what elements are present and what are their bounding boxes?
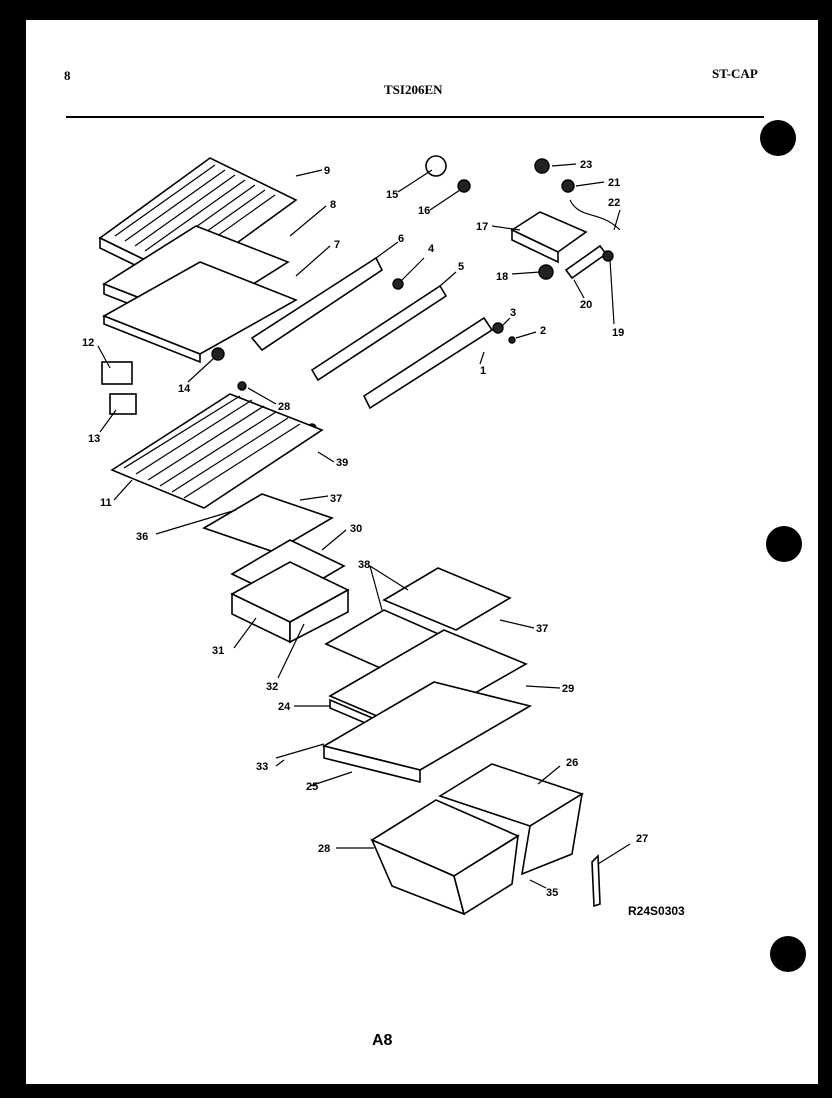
pan-31-side	[289, 588, 349, 644]
part-4	[392, 278, 404, 290]
callout-21: 21	[608, 177, 620, 189]
callout-38: 38	[358, 559, 370, 571]
binder-hole-top	[760, 120, 796, 156]
section-code: ST-CAP	[712, 66, 758, 81]
part-28-upper	[237, 381, 247, 391]
drawing-code: R24S0303	[628, 904, 685, 918]
callout-35: 35	[546, 887, 558, 899]
callout-9: 9	[324, 165, 330, 177]
binder-hole-middle	[766, 526, 802, 562]
callout-33: 33	[256, 761, 268, 773]
scan-border-left	[0, 0, 26, 1098]
callout-8: 8	[330, 199, 336, 211]
shelf-38-rear	[382, 567, 512, 631]
callout-4: 4	[428, 243, 435, 255]
control-housing-17-side	[511, 228, 559, 264]
scan-border-top	[0, 0, 832, 20]
callout-14: 14	[178, 383, 191, 395]
crisper-cover-25-front	[323, 744, 421, 784]
part-18	[538, 264, 554, 280]
callout-37-lower: 37	[536, 623, 548, 635]
callout-26: 26	[566, 757, 578, 769]
callout-12: 12	[82, 337, 94, 349]
clip-12	[101, 361, 133, 385]
crisper-pan-28-side	[453, 834, 520, 916]
part-3	[492, 322, 504, 334]
part-19	[602, 250, 614, 262]
part-2	[508, 336, 516, 344]
callout-28-upper: 28	[278, 401, 290, 413]
callout-11: 11	[100, 497, 112, 509]
freezer-shelf-7	[102, 261, 298, 364]
binder-hole-bottom	[770, 936, 806, 972]
page-label: A8	[372, 1032, 393, 1049]
model-number: TSI206EN	[384, 82, 443, 97]
callout-31: 31	[212, 645, 224, 657]
callout-15: 15	[386, 189, 398, 201]
part-21	[561, 179, 575, 193]
part-27	[591, 854, 601, 908]
shelf-rail-1	[362, 316, 494, 410]
callout-30: 30	[350, 523, 362, 535]
knob-23	[534, 158, 550, 174]
callout-5: 5	[458, 261, 464, 273]
light-bulb-15	[425, 155, 447, 177]
callout-2: 2	[540, 325, 546, 337]
callout-19: 19	[612, 327, 624, 339]
callout-24: 24	[278, 701, 291, 713]
callout-28-lower: 28	[318, 843, 330, 855]
callout-17: 17	[476, 221, 488, 233]
callout-27: 27	[636, 833, 648, 845]
callout-18: 18	[496, 271, 508, 283]
callout-3: 3	[510, 307, 516, 319]
callout-37-upper: 37	[330, 493, 342, 505]
clip-13	[109, 393, 137, 415]
callout-6: 6	[398, 233, 404, 245]
header-rule	[66, 116, 764, 118]
callout-7: 7	[334, 239, 340, 251]
callout-16: 16	[418, 205, 430, 217]
scan-border-bottom	[0, 1084, 832, 1098]
wire-shelf-11	[110, 393, 324, 509]
scan-border-right	[818, 0, 832, 1098]
crisper-pan-26-front	[520, 792, 584, 876]
callout-39: 39	[336, 457, 348, 469]
part-14	[211, 347, 225, 361]
wire-22	[569, 199, 621, 231]
callout-23: 23	[580, 159, 592, 171]
callout-36: 36	[136, 531, 148, 543]
callout-29: 29	[562, 683, 574, 695]
shelf-support-6	[250, 256, 384, 352]
callout-22: 22	[608, 197, 620, 209]
part-16	[457, 179, 471, 193]
page-number: 8	[64, 68, 71, 83]
callout-13: 13	[88, 433, 100, 445]
callout-20: 20	[580, 299, 592, 311]
callout-32: 32	[266, 681, 278, 693]
shelf-36	[202, 493, 334, 553]
spring-33	[275, 743, 325, 759]
leader-lines	[97, 163, 631, 889]
shelf-rail-5	[310, 284, 448, 382]
bracket-20	[564, 244, 608, 280]
callout-1: 1	[480, 365, 486, 377]
callout-25: 25	[306, 781, 318, 793]
